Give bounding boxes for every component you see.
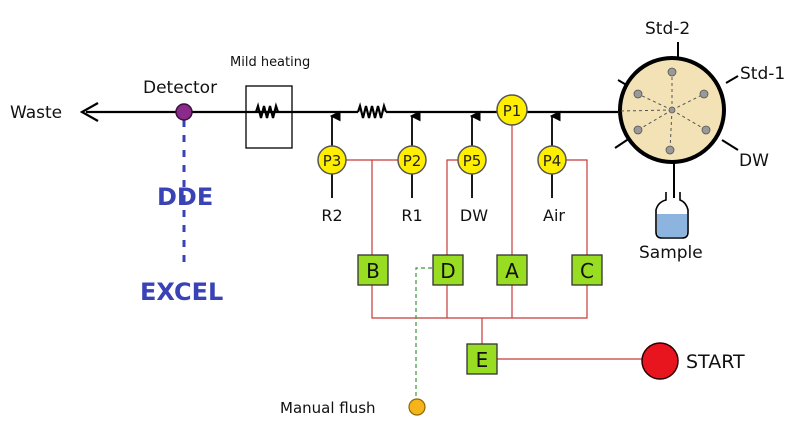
detector-label: Detector bbox=[143, 78, 217, 98]
dde-label: DDE bbox=[157, 183, 213, 211]
std2-label: Std-2 bbox=[645, 19, 690, 39]
reagent-r2-label: R2 bbox=[321, 206, 342, 225]
waste-label: Waste bbox=[10, 103, 62, 123]
detector-icon bbox=[175, 103, 193, 121]
start-button[interactable] bbox=[641, 342, 679, 380]
manual-flush-button[interactable] bbox=[408, 398, 426, 416]
controller-d-label: D bbox=[440, 259, 455, 283]
valve-dw-label: DW bbox=[739, 151, 769, 171]
std1-label: Std-1 bbox=[740, 64, 785, 84]
start-label: START bbox=[686, 351, 745, 373]
controller-b: B bbox=[357, 254, 389, 286]
pump-p5-label: P5 bbox=[463, 152, 482, 170]
heater-box bbox=[245, 85, 293, 149]
pump-p4: P4 bbox=[537, 145, 567, 175]
heating-coil-icon bbox=[254, 102, 280, 119]
controller-a-label: A bbox=[505, 259, 519, 283]
pump-p2-label: P2 bbox=[403, 152, 422, 170]
pump-feed-lines bbox=[329, 110, 561, 198]
sample-vial-icon bbox=[655, 192, 689, 239]
manual-flush-label: Manual flush bbox=[280, 399, 376, 417]
controller-c: C bbox=[571, 254, 603, 286]
control-wiring bbox=[332, 120, 643, 360]
controller-e-label: E bbox=[476, 348, 489, 372]
mild-heating-label: Mild heating bbox=[230, 55, 310, 70]
controller-d: D bbox=[432, 254, 464, 286]
pump-p3: P3 bbox=[317, 145, 347, 175]
pump-p2: P2 bbox=[397, 145, 427, 175]
pump-p1: P1 bbox=[496, 94, 528, 126]
manual-flush-link bbox=[415, 267, 432, 398]
valve-port-dots bbox=[633, 67, 711, 155]
pump-p3-label: P3 bbox=[323, 152, 342, 170]
pump-p5: P5 bbox=[457, 145, 487, 175]
main-flow-line bbox=[79, 102, 618, 122]
pump-p1-label: P1 bbox=[503, 102, 522, 120]
controller-c-label: C bbox=[580, 259, 594, 283]
selection-valve bbox=[614, 42, 739, 198]
reagent-dw-label: DW bbox=[460, 206, 488, 225]
excel-label: EXCEL bbox=[140, 278, 223, 306]
pump-p4-label: P4 bbox=[543, 152, 562, 170]
controller-e: E bbox=[466, 343, 498, 375]
reagent-air-label: Air bbox=[543, 206, 565, 225]
valve-port-lines bbox=[619, 72, 707, 151]
mixing-coil-icon bbox=[356, 102, 388, 119]
reagent-r1-label: R1 bbox=[401, 206, 422, 225]
controller-b-label: B bbox=[366, 259, 380, 283]
controller-a: A bbox=[496, 254, 528, 286]
sample-label: Sample bbox=[639, 243, 703, 263]
